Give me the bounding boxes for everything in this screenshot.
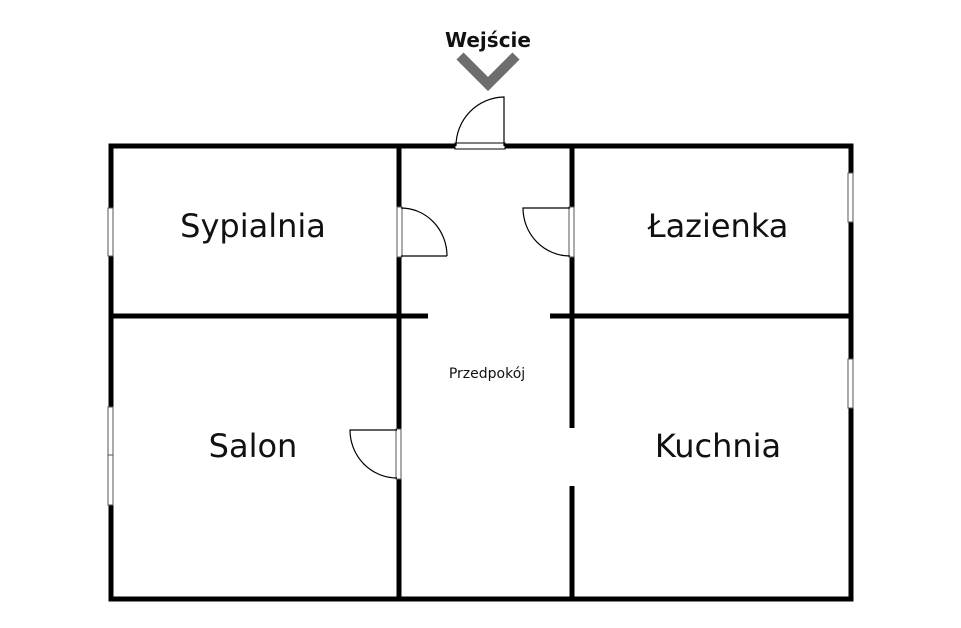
room-label-kitchen: Kuchnia bbox=[655, 427, 781, 465]
chevron-down-icon bbox=[456, 52, 520, 92]
room-label-bathroom: Łazienka bbox=[647, 207, 789, 245]
entrance-door[interactable] bbox=[454, 96, 506, 150]
room-label-living-room: Salon bbox=[209, 427, 298, 465]
room-label-hallway: Przedpokój bbox=[449, 366, 525, 382]
living-room-door[interactable] bbox=[349, 428, 402, 480]
entrance-label: Wejście bbox=[445, 28, 531, 52]
bathroom-door[interactable] bbox=[522, 206, 575, 258]
windows bbox=[107, 172, 854, 506]
room-label-bedroom: Sypialnia bbox=[180, 207, 326, 245]
bedroom-door[interactable] bbox=[396, 206, 448, 258]
